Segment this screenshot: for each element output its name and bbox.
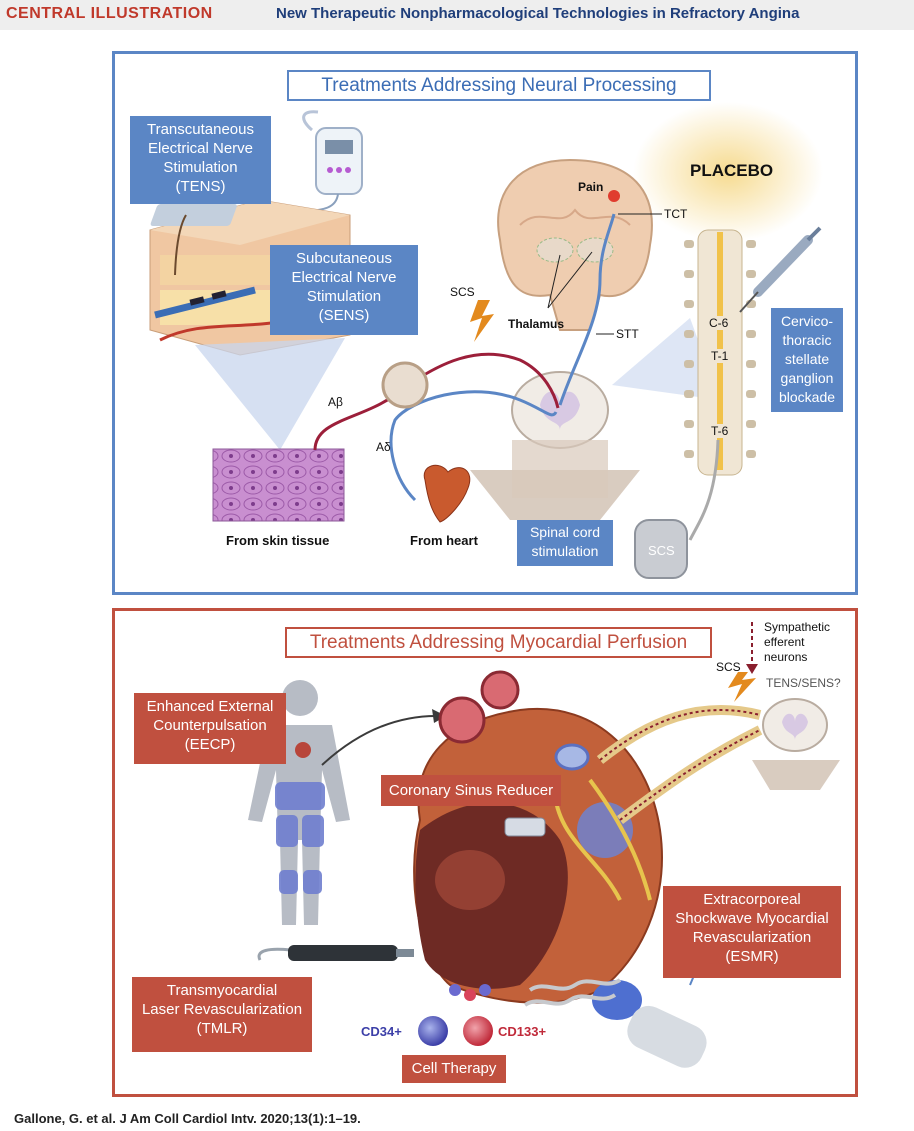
placebo-label: PLACEBO [690,161,774,180]
neural-processing-title: Treatments Addressing Neural Processing [287,70,711,101]
cell-therapy-label-line: Cell Therapy [411,1060,497,1077]
heart-icon-small [423,464,471,523]
tmlr-label-line: Transmyocardial [166,982,278,999]
esmr-label-line: Revascularization [692,929,812,946]
tens-label-box: Transcutaneous Electrical Nerve Stimulat… [130,116,271,204]
tens-label-line: Stimulation [163,159,238,176]
vertebra-t6-label: T-6 [710,424,730,438]
sens-label-line: Stimulation [306,288,382,305]
myocardial-perfusion-title: Treatments Addressing Myocardial Perfusi… [285,627,712,658]
myocardial-perfusion-panel [112,608,858,1097]
sympathetic-nerve-icon [596,622,763,825]
esmr-label-line: Shockwave Myocardial [675,910,829,927]
shockwave-waves [523,978,622,1007]
sens-label-line: Subcutaneous [296,250,392,267]
spinal-cord-section-icon [470,371,640,520]
scs-bottom-label: SCS [716,660,741,674]
coronary-sinus-reducer-box: Coronary Sinus Reducer [381,775,561,806]
tmlr-label-line: (TMLR) [196,1020,248,1037]
spinal-label-line: Spinal cord [529,524,601,540]
placebo-glow [633,102,823,242]
sens-label-line: Electrical Nerve [291,269,397,286]
heart-illustration-large [413,670,663,1004]
vertebra-c6-label: C-6 [708,316,730,330]
eecp-label-line: (EECP) [184,736,236,753]
spinal-cord-stimulation-box: Spinal cord stimulation [517,520,613,566]
cervico-label-line: Cervico- [780,313,834,329]
scs-device-icon [634,519,688,579]
scs-lightning-icon [470,300,494,342]
nerve-pathways [313,213,616,502]
tens-label-line: (TENS) [175,178,226,195]
cervico-label-line: ganglion [780,370,834,386]
cervico-label-line: thoracic [782,332,832,348]
tens-sens-question-label: TENS/SENS? [766,676,841,690]
cervico-label-line: blockade [778,389,836,405]
vertebra-t1-label: T-1 [710,349,730,363]
leader-lines [547,213,662,335]
spinal-cord-section-small-icon [752,698,840,790]
eecp-arrow [321,714,441,766]
scs-top-label: SCS [450,285,475,299]
tens-label-line: Transcutaneous [146,121,254,138]
eecp-label-box: Enhanced External Counterpulsation (EECP… [134,693,286,764]
cervico-label-line: stellate [784,351,830,367]
cd34-label: CD34+ [361,1024,402,1039]
eecp-label-line: Counterpulsation [153,717,267,734]
spine-zoom-funnel [612,318,720,400]
sympathetic-label: Sympathetic efferent neurons [764,620,830,665]
stt-label: STT [616,327,639,341]
cd34-cell-icon [418,1016,448,1046]
tens-device-icon [299,110,363,213]
brain-cross-section-icon [497,158,653,331]
laser-handpiece-icon [257,945,414,961]
cell-therapy-box: Cell Therapy [402,1055,506,1083]
from-skin-label: From skin tissue [226,533,330,548]
esmr-label-line: (ESMR) [725,948,779,965]
cervicothoracic-box: Cervico- thoracic stellate ganglion bloc… [771,308,843,412]
eecp-label-line: Enhanced External [146,698,274,715]
figure-title: New Therapeutic Nonpharmacological Techn… [276,5,800,22]
tmlr-label-line: Laser Revascularization [141,1001,303,1018]
esmr-label-box: Extracorporeal Shockwave Myocardial Reva… [663,886,841,978]
sympathetic-label-line: Sympathetic [764,620,831,634]
skin-tissue-sample [212,448,345,522]
csr-label-line: Coronary Sinus Reducer [388,782,554,799]
sens-label-box: Subcutaneous Electrical Nerve Stimulatio… [270,245,418,335]
tct-label: TCT [664,207,688,221]
spinal-label-line: stimulation [531,543,599,559]
sens-label-line: (SENS) [318,307,370,324]
header-bar: CENTRAL ILLUSTRATION New Therapeutic Non… [0,0,914,30]
thalamus-label: Thalamus [508,317,565,331]
cd133-cell-icon [463,1016,493,1046]
sympathetic-label-line: efferent [764,635,805,649]
neural-processing-panel [112,51,858,595]
tmlr-label-box: Transmyocardial Laser Revascularization … [132,977,312,1052]
central-illustration-tag: CENTRAL ILLUSTRATION [6,5,213,22]
scs-lightning-bottom-icon [728,672,756,702]
tens-label-line: Electrical Nerve [147,140,254,157]
cd133-label: CD133+ [498,1024,547,1039]
citation-footer: Gallone, G. et al. J Am Coll Cardiol Int… [14,1111,361,1126]
from-heart-label: From heart [410,533,478,548]
pain-label: Pain [578,180,604,194]
scs-device-label: SCS [648,543,675,558]
sympathetic-label-line: neurons [764,650,808,664]
skin-zoom-funnel [195,338,345,450]
a-delta-label: Aδ [376,440,391,454]
a-beta-label: Aβ [328,395,343,409]
syringe-icon [739,226,822,313]
esmr-label-line: Extracorporeal [703,891,801,908]
